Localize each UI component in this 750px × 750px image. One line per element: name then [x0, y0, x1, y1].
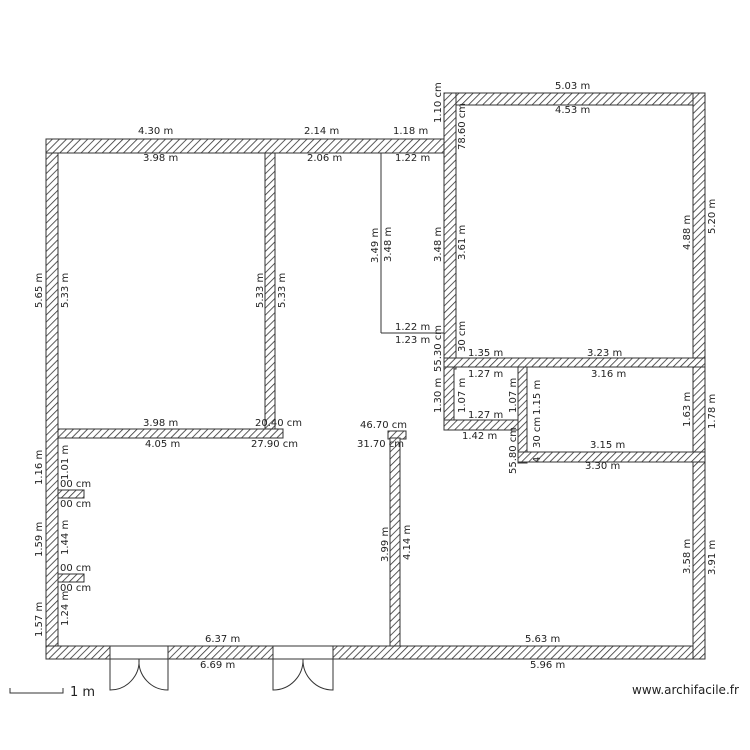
dim-label: 3.48 m [383, 227, 394, 262]
dim-label: 1.24 m [60, 591, 71, 626]
dim-label: 3.58 m [682, 539, 693, 574]
dim-label: 4.88 m [682, 215, 693, 250]
watermark: www.archifacile.fr [632, 683, 739, 697]
dim-label: 1.18 m [393, 126, 428, 137]
dim-label: 20.40 cm [255, 418, 302, 429]
dim-label: 5.33 m [60, 273, 71, 308]
dim-label: 5.96 m [530, 660, 565, 671]
dim-label: 30 cm [457, 321, 468, 352]
dim-label: 5.65 m [34, 273, 45, 308]
scale-bar-label: 1 m [70, 685, 95, 700]
dim-label: 3.48 m [433, 227, 444, 262]
wall-outer-bottom-1 [45, 645, 111, 660]
dim-label: 1.57 m [34, 602, 45, 637]
dim-label: 00 cm [60, 499, 91, 510]
dim-label: 1.59 m [34, 522, 45, 557]
wall-small-room-bottom-2 [517, 451, 706, 463]
door-2 [272, 645, 334, 691]
dim-label: 1.27 m [468, 369, 503, 380]
dim-label: 4.53 m [555, 105, 590, 116]
dim-label: 30 cm [532, 417, 543, 448]
dim-label: 3.16 m [591, 369, 626, 380]
wall-outer-left [45, 138, 59, 660]
dim-label: 1.35 m [468, 348, 503, 359]
dim-label: 1.30 m [433, 378, 444, 413]
dim-label: 1.07 m [457, 378, 468, 413]
wall-outer-bottom-2 [167, 645, 274, 660]
dim-label: 2.14 m [304, 126, 339, 137]
dim-label: 3.15 m [590, 440, 625, 451]
dim-label: 1.27 m [468, 410, 503, 421]
scale-bar: 1 m [9, 685, 95, 700]
dim-label: 1.78 m [707, 394, 718, 429]
dim-label: 5.03 m [555, 81, 590, 92]
walls [45, 92, 706, 660]
wall-interior-horizontal-2 [443, 357, 706, 368]
wall-interior-vertical-2 [389, 437, 401, 647]
dim-label: 78.60 cm [457, 103, 468, 150]
dim-label: 3.91 m [707, 540, 718, 575]
dim-label: 6.37 m [205, 634, 240, 645]
dim-label: 3.30 m [585, 461, 620, 472]
dim-label: 5.33 m [277, 273, 288, 308]
dim-label: 4.05 m [145, 439, 180, 450]
dim-label: 1.44 m [60, 520, 71, 555]
dim-label: 5.63 m [525, 634, 560, 645]
dim-label: 4.14 m [402, 525, 413, 560]
dim-label: 1.10 cm [433, 82, 444, 123]
dim-label: 1.22 m [395, 322, 430, 333]
dim-label: 00 cm [60, 563, 91, 574]
dim-label: 6.69 m [200, 660, 235, 671]
dim-label: 3.61 m [457, 225, 468, 260]
dim-label: 1.22 m [395, 153, 430, 164]
dim-label: 46.70 cm [360, 420, 407, 431]
dim-label: 3.23 m [587, 348, 622, 359]
closet-outline [380, 153, 444, 334]
wall-small-room-right [517, 366, 528, 464]
dim-label: 3.98 m [143, 153, 178, 164]
dimension-labels: 4.30 m 2.14 m 1.18 m 5.03 m 3.98 m 2.06 … [34, 81, 718, 671]
dim-label: 27.90 cm [251, 439, 298, 450]
dim-label: 1.42 m [462, 431, 497, 442]
wall-interior-horizontal-1 [57, 428, 284, 439]
dim-label: 1.01 m [60, 445, 71, 480]
dim-label: 3.99 m [380, 527, 391, 562]
dim-label: 3.98 m [143, 418, 178, 429]
wall-outer-right [692, 92, 706, 660]
dim-label: 00 cm [60, 479, 91, 490]
dim-label: 1.16 m [34, 450, 45, 485]
dim-label: 4 [532, 457, 543, 463]
dim-label: 31.70 cm [357, 439, 404, 450]
dim-label: 1.07 m [508, 378, 519, 413]
dim-label: 5.20 m [707, 199, 718, 234]
dim-label: 1.15 m [532, 380, 543, 415]
dim-label: 1.63 m [682, 392, 693, 427]
dim-label: 55.80 cm [508, 427, 519, 474]
dim-label: 3.49 m [370, 228, 381, 263]
wall-interior-vertical-1 [264, 152, 276, 439]
wall-outer-top-left [45, 138, 445, 154]
dim-label: 00 cm [60, 583, 91, 594]
wall-outer-bottom-3 [332, 645, 706, 660]
dim-label: 2.06 m [307, 153, 342, 164]
dim-label: 1.23 m [395, 335, 430, 346]
wall-stub-left-2 [57, 573, 85, 583]
wall-right-block-left [443, 92, 457, 370]
wall-stub-left-1 [57, 489, 85, 499]
dim-label: 5.33 m [255, 273, 266, 308]
wall-outer-top-right [443, 92, 706, 106]
door-1 [109, 645, 169, 691]
dim-label: 4.30 m [138, 126, 173, 137]
dim-label: 55.30 cm [433, 325, 444, 372]
